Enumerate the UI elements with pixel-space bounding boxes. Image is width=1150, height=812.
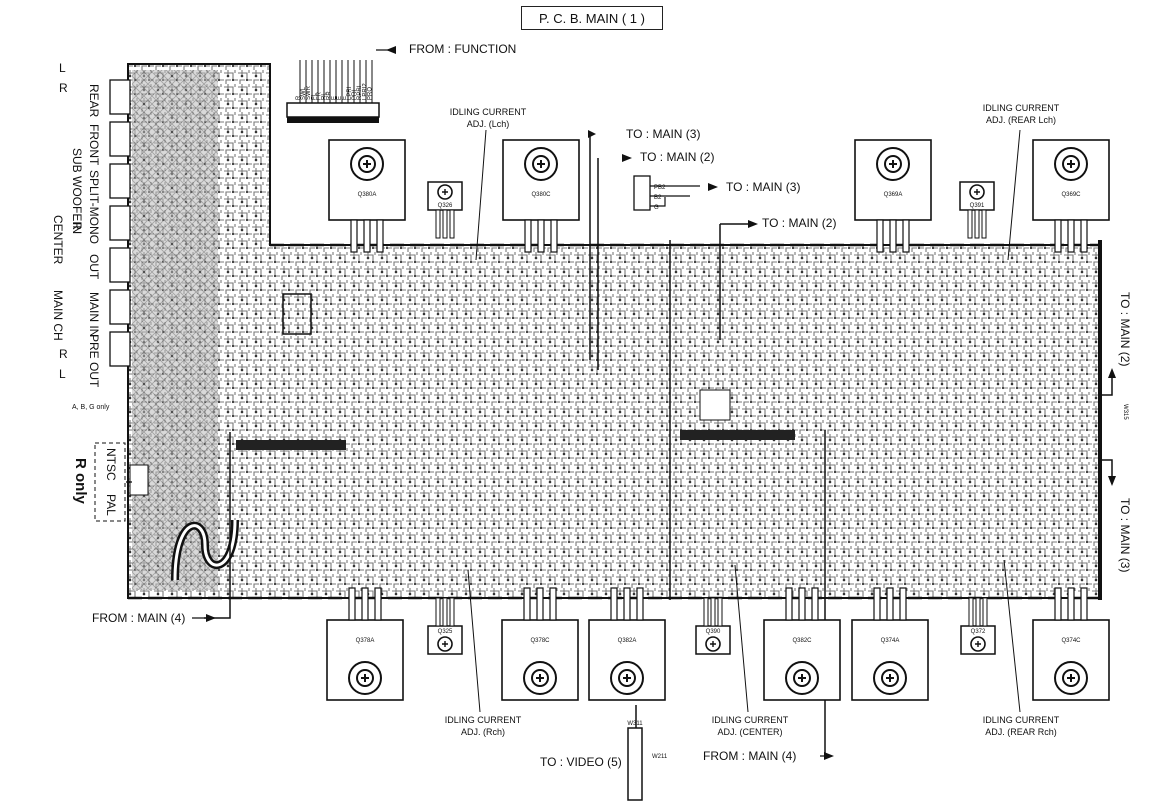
function-pin-label: PRO xyxy=(367,87,373,100)
transistor-label: Q378C xyxy=(530,638,550,644)
page-title: P. C. B. MAIN ( 1 ) xyxy=(521,6,663,30)
jack-label-split-mono: SPLIT-MONO xyxy=(87,170,101,245)
transistor-label: Q382A xyxy=(618,638,637,644)
callout-to-main3-top: TO : MAIN (3) xyxy=(626,127,701,141)
jack-label-subwoofer: SUB WOOFER xyxy=(70,148,84,231)
driver-transistor: Q372 xyxy=(960,597,996,655)
function-pin-label: RR xyxy=(327,91,333,100)
function-pin-label: LPRI xyxy=(347,86,353,100)
function-pin-label: FL xyxy=(311,92,317,100)
jack-label-main-in: MAIN IN xyxy=(87,292,101,338)
transistor-label: Q369C xyxy=(1061,192,1081,198)
transistor-label: Q374C xyxy=(1061,638,1081,644)
switch-label-pal: PAL xyxy=(104,494,118,516)
function-pin-label: RPRI xyxy=(357,85,363,100)
connector-pin-label: G xyxy=(654,205,659,211)
transistor-label: Q390 xyxy=(706,629,721,635)
callout-arrows xyxy=(206,130,1116,760)
group-label-main-ch: MAIN CH xyxy=(51,290,65,341)
connector-pin-label: B2 xyxy=(654,195,662,201)
ic-packages xyxy=(236,293,795,450)
callout-from-main4-left: FROM : MAIN (4) xyxy=(92,611,186,625)
power-transistor: Q380A xyxy=(328,139,406,253)
function-pin-label: R xyxy=(296,95,302,100)
channel-marker-r: R xyxy=(59,81,68,95)
power-transistor: Q374C xyxy=(1032,587,1110,701)
jack-label-pre-out: PRE OUT xyxy=(87,334,101,388)
power-transistor: Q378C xyxy=(501,587,579,701)
driver-transistor: Q390 xyxy=(695,597,731,655)
power-transistor: Q382C xyxy=(763,587,841,701)
callout-from-function: FROM : FUNCTION xyxy=(409,42,517,56)
function-pin-label: E xyxy=(337,96,343,100)
driver-transistor: Q391 xyxy=(959,181,995,239)
callout-to-video: TO : VIDEO (5) xyxy=(540,755,622,769)
power-transistor: Q378A xyxy=(326,587,404,701)
callout-to-main2-right: TO : MAIN (2) xyxy=(1118,292,1132,367)
callout-to-main2-mid: TO : MAIN (2) xyxy=(762,216,837,230)
callout-to-main2-top: TO : MAIN (2) xyxy=(640,150,715,164)
wire-label-w311: W311 xyxy=(627,721,643,727)
board-outline xyxy=(127,63,1102,600)
function-pin-label: SWL xyxy=(301,86,307,100)
transistor-label: Q325 xyxy=(438,629,453,635)
jack-label-front: FRONT xyxy=(87,124,101,166)
transistor-label: Q326 xyxy=(438,203,453,209)
transistor-label: Q382C xyxy=(792,638,812,644)
function-ribbon xyxy=(286,46,396,123)
power-transistor: Q382A xyxy=(588,587,666,701)
jack-label-rear: REAR xyxy=(87,84,101,118)
callout-to-main3-right: TO : MAIN (3) xyxy=(1118,498,1132,573)
function-pin-label: FR xyxy=(316,91,322,100)
variant-note: A, B, G only xyxy=(72,404,110,411)
region-label: R only xyxy=(72,458,89,504)
bottom-marker-l: L xyxy=(59,367,66,381)
transistor-label: Q380A xyxy=(358,192,377,198)
function-pin-label: PRI xyxy=(352,90,358,100)
transistor-label: Q372 xyxy=(971,629,986,635)
power-transistor: Q369A xyxy=(854,139,932,253)
power-transistor: Q380C xyxy=(502,139,580,253)
callout-to-main3-conn: TO : MAIN (3) xyxy=(726,180,801,194)
function-pin-label: RL xyxy=(322,92,328,100)
wire-label-w315: W315 xyxy=(1122,404,1128,420)
transistor-label: Q369A xyxy=(884,192,903,198)
function-pin-label: LPRI2 xyxy=(362,83,368,100)
function-pin-label: E xyxy=(342,96,348,100)
adjustment-leaders xyxy=(467,129,1021,713)
function-pin-label: SWR xyxy=(306,85,312,100)
top-transistors: Q380A Q326 Q380C Q369A Q391 Q369C xyxy=(328,139,1110,253)
channel-marker-l: L xyxy=(59,61,66,75)
wire-label-w211: W211 xyxy=(652,754,668,760)
jack-label-out: OUT xyxy=(87,254,101,280)
driver-transistor: Q325 xyxy=(427,597,463,655)
switch-label-ntsc: NTSC xyxy=(104,448,118,481)
driver-transistor: Q326 xyxy=(427,181,463,239)
transistor-label: Q378A xyxy=(356,638,375,644)
connector-pin-label: PB2 xyxy=(654,185,666,191)
function-pin-label: E xyxy=(332,96,338,100)
transistor-label: Q374A xyxy=(881,638,900,644)
transistor-label: Q391 xyxy=(970,203,985,209)
bottom-marker-r: R xyxy=(59,347,68,361)
callout-from-main4-bottom: FROM : MAIN (4) xyxy=(703,749,797,763)
power-transistor: Q369C xyxy=(1032,139,1110,253)
group-label-center: CENTER xyxy=(51,215,65,265)
jack-housings xyxy=(109,79,131,367)
power-transistor: Q374A xyxy=(851,587,929,701)
jack-label-in: IN xyxy=(70,222,84,234)
transistor-label: Q380C xyxy=(531,192,551,198)
